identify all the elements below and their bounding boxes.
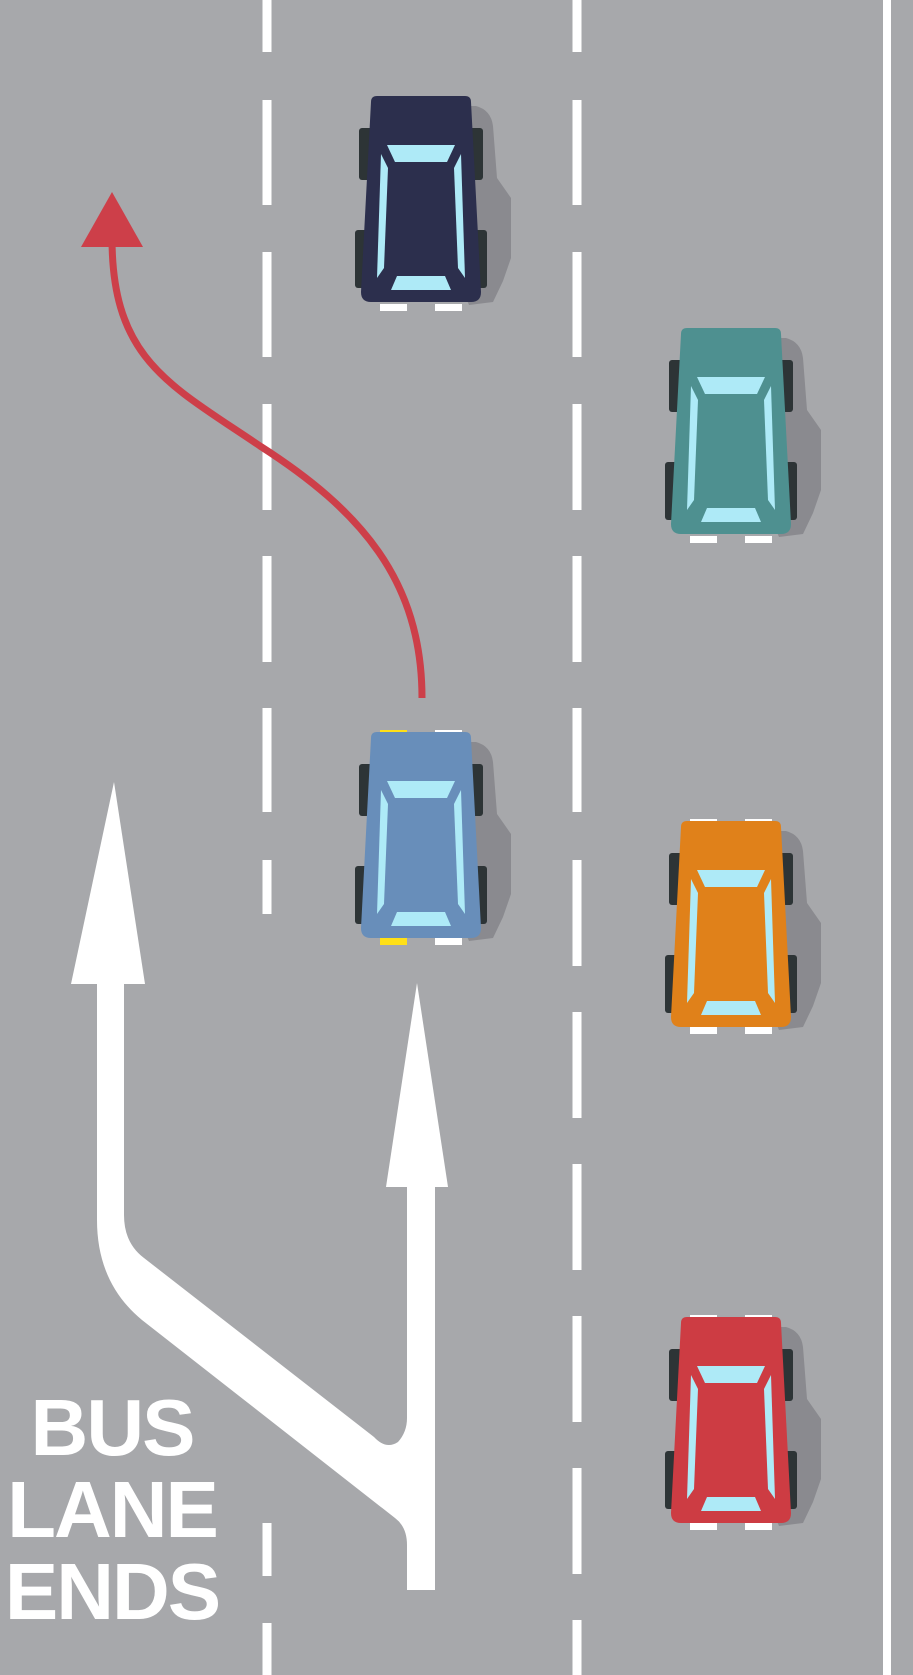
navy-car xyxy=(355,96,511,311)
bus-lane-text-line3: ENDS xyxy=(5,1547,219,1636)
red-car xyxy=(665,1315,821,1530)
orange-car xyxy=(665,819,821,1034)
left-indicator-rear xyxy=(380,938,407,945)
bus-lane-text-line2: LANE xyxy=(7,1465,217,1554)
bus-lane-text-line1: BUS xyxy=(31,1383,194,1472)
teal-car xyxy=(665,328,821,543)
blue-car xyxy=(355,730,511,945)
